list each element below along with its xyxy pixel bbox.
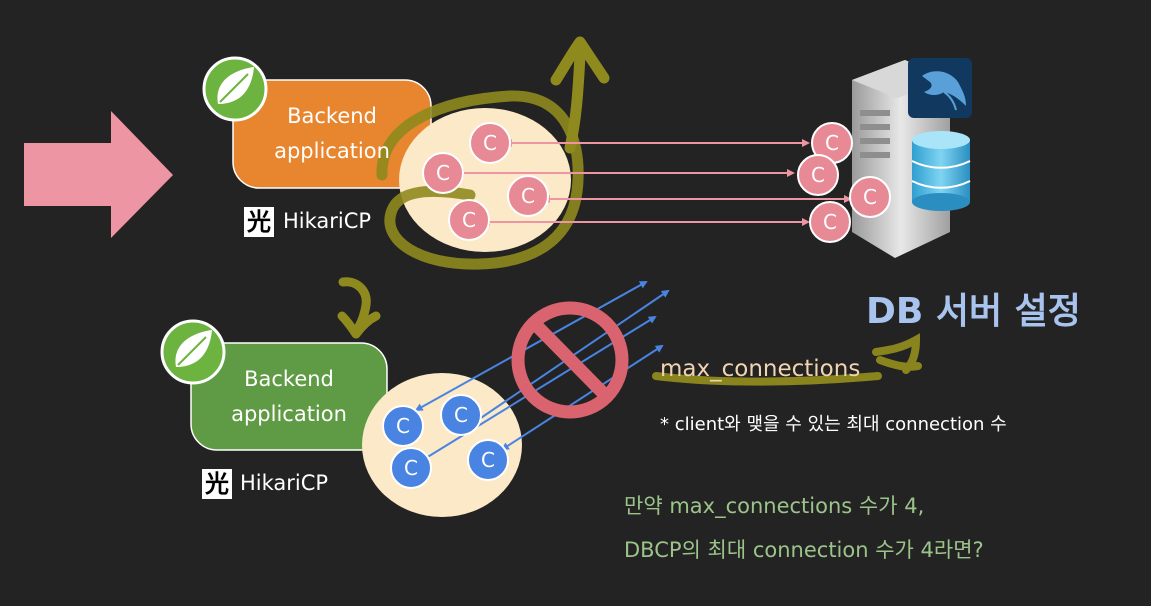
connection-letter: C (481, 448, 495, 472)
hikaricp-logo-icon: 光 (244, 207, 274, 237)
spring-leaf-icon (202, 56, 268, 122)
db-connection: C (809, 201, 851, 243)
connection-letter: C (863, 185, 877, 209)
connection-letter: C (825, 131, 839, 155)
connection-letter: C (436, 161, 450, 185)
incoming-arrow-icon (24, 111, 173, 238)
pool-connection: C (422, 152, 464, 194)
hikaricp-label-top: HikariCP (283, 209, 372, 233)
backend-app-line2: application (274, 139, 390, 163)
max-connections-param: max_connections (660, 356, 861, 382)
pool-connection-blue: C (467, 439, 509, 481)
backend-app-label-top: Backend application (233, 99, 431, 169)
connection-letter: C (521, 184, 535, 208)
max-connections-note: * client와 맺을 수 있는 최대 connection 수 (660, 414, 1007, 435)
highlight-underline (652, 333, 922, 386)
question-line-1: 만약 max_connections 수가 4, (624, 494, 925, 518)
connection-letter: C (462, 208, 476, 232)
connection-letter: C (823, 210, 837, 234)
hikaricp-logo-icon: 光 (202, 469, 232, 499)
db-connection: C (849, 176, 891, 218)
highlight-scribble-top (376, 90, 584, 270)
pool-connection-blue: C (390, 447, 432, 489)
connection-letter: C (454, 403, 468, 427)
pool-connection: C (507, 175, 549, 217)
pool-connection: C (448, 199, 490, 241)
db-connection: C (797, 154, 839, 196)
question-line-2: DBCP의 최대 connection 수가 4라면? (624, 538, 984, 562)
connection-letter: C (404, 456, 418, 480)
db-settings-title: DB 서버 설정 (866, 291, 1081, 332)
backend-app-line1: Backend (244, 367, 334, 391)
connection-letter: C (811, 163, 825, 187)
highlight-arrow-down (337, 277, 381, 339)
spring-leaf-icon (160, 319, 226, 385)
database-icon (911, 131, 971, 211)
backend-app-line2: application (231, 402, 347, 426)
connection-letter: C (396, 414, 410, 438)
backend-app-line1: Backend (287, 104, 377, 128)
highlight-arrow-up (550, 36, 610, 154)
no-entry-icon (511, 301, 629, 419)
pool-connection: C (469, 122, 511, 164)
pool-connection-blue: C (382, 405, 424, 447)
connection-lines-top (456, 139, 852, 226)
connection-letter: C (483, 131, 497, 155)
mysql-dolphin-icon (908, 58, 972, 118)
pool-connection-blue: C (440, 394, 482, 436)
backend-app-label-bottom: Backend application (191, 362, 387, 432)
db-connection: C (811, 122, 853, 164)
hikaricp-label-bottom: HikariCP (240, 471, 329, 495)
